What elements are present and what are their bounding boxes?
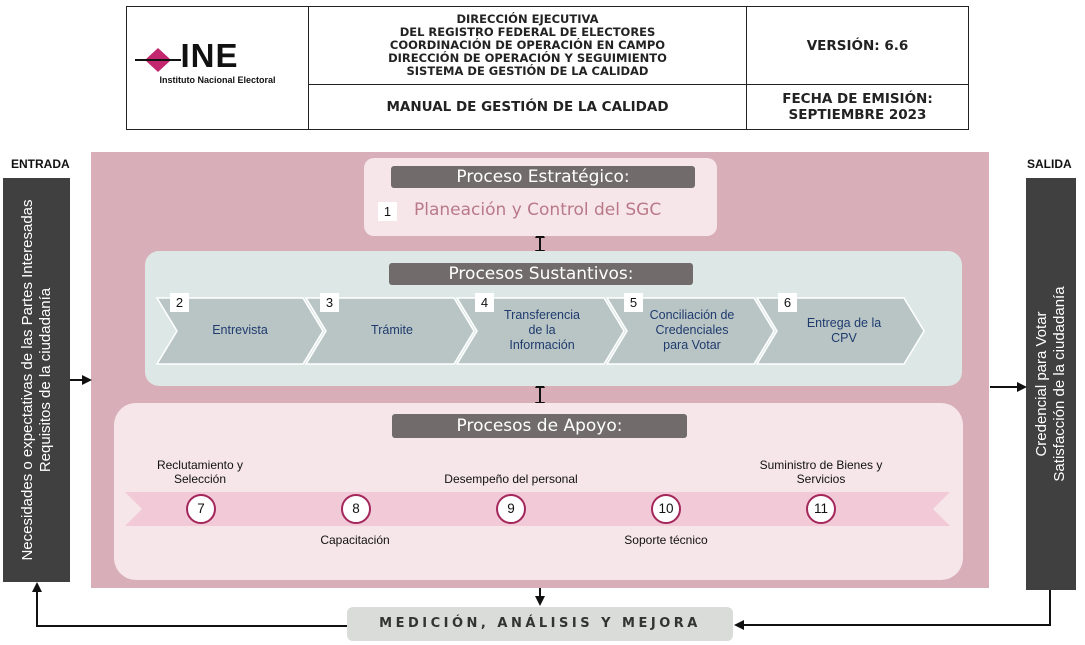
dept-line: SISTEMA DE GESTIÓN DE LA CALIDAD [406,64,649,78]
measurement-analysis-box: MEDICIÓN, ANÁLISIS Y MEJORA [347,607,733,641]
dept-line: COORDINACIÓN DE OPERACIÓN EN CAMPO [389,38,666,52]
salida-box: Credencial para Votar Satisfacción de la… [1026,178,1076,590]
strategic-item-number: 1 [378,202,397,221]
fecha-cell: FECHA DE EMISIÓN: SEPTIEMBRE 2023 [746,84,969,130]
fecha-value: SEPTIEMBRE 2023 [788,107,927,123]
label-line: Servicios [796,472,846,486]
substantive-number-4: 4 [475,293,494,312]
chevron-entrevista [155,297,324,365]
support-label-desempeno: Desempeño del personal [444,472,578,486]
chevron-tramite [304,297,475,365]
substantive-label-entrega: Entrega de la CPV [784,316,904,346]
dept-line: DIRECCIÓN DE OPERACIÓN Y SEGUIMIENTO [388,51,667,65]
substantive-label-tramite: Trámite [371,323,413,337]
support-number-7: 7 [186,494,216,524]
support-number-10: 10 [651,494,681,524]
substantive-title: Procesos Sustantivos: [389,263,693,285]
salida-label: SALIDA [1027,157,1072,171]
strategic-title: Proceso Estratégico: [391,166,695,188]
support-number-9: 9 [496,494,526,524]
version-cell: VERSIÓN: 6.6 [746,6,969,85]
manual-title: MANUAL DE GESTIÓN DE LA CALIDAD [386,99,669,115]
header-table: INE Instituto Nacional Electoral DIRECCI… [126,6,969,130]
chevron-entrega [755,297,925,365]
chevron-transferencia [455,297,625,365]
logo-subtitle: Instituto Nacional Electoral [159,75,276,85]
chevron-conciliacion [605,297,775,365]
ine-logo: INE Instituto Nacional Electoral [133,37,303,93]
arrow-salida-loop [734,590,1051,630]
arrow-entrada-loop [32,582,347,627]
substantive-number-6: 6 [778,293,797,312]
logo-cell: INE Instituto Nacional Electoral [126,6,309,130]
dept-line: DIRECCIÓN EJECUTIVA [456,12,599,26]
support-title: Procesos de Apoyo: [392,414,687,438]
label-line: Transferencia [504,308,580,322]
fecha-label: FECHA DE EMISIÓN: [782,91,933,107]
manual-cell: MANUAL DE GESTIÓN DE LA CALIDAD [308,84,747,130]
label-line: Conciliación de [649,308,735,322]
substantive-label-conciliacion: Conciliación de Credenciales para Votar [632,308,752,353]
strategic-item-label: Planeación y Control del SGC [414,200,662,220]
support-label-capacitacion: Capacitación [320,533,390,547]
label-line: Reclutamiento y [156,458,244,472]
label-line: Información [509,338,575,352]
substantive-label-transferencia: Transferencia de la Información [482,308,602,353]
entrada-label: ENTRADA [11,157,70,171]
substantive-label-entrevista: Entrevista [212,323,268,337]
department-cell: DIRECCIÓN EJECUTIVA DEL REGISTRO FEDERAL… [308,6,747,85]
label-line: Suministro de Bienes y [759,458,883,472]
support-number-11: 11 [806,494,836,524]
support-label-suministro: Suministro de Bienes y Servicios [746,458,896,486]
label-line: Selección [173,472,227,486]
substantive-number-5: 5 [624,293,643,312]
ine-diamond-icon [134,48,181,72]
label-line: Credenciales [655,323,729,337]
entrada-box: Necesidades o expectativas de las Partes… [3,178,70,582]
substantive-number-2: 2 [170,293,189,312]
label-line: de la [528,323,556,337]
dept-line: DEL REGISTRO FEDERAL DE ELECTORES [399,25,656,39]
label-line: para Votar [663,338,721,352]
support-number-8: 8 [341,494,371,524]
version-text: VERSIÓN: 6.6 [806,37,909,54]
logo-text: INE [180,37,239,74]
support-label-soporte: Soporte técnico [624,533,708,547]
label-line: CPV [831,331,857,345]
ribbon-band [125,492,950,526]
label-line: Entrega de la [806,316,882,330]
substantive-number-3: 3 [320,293,339,312]
support-label-reclutamiento: Reclutamiento y Selección [140,458,260,486]
